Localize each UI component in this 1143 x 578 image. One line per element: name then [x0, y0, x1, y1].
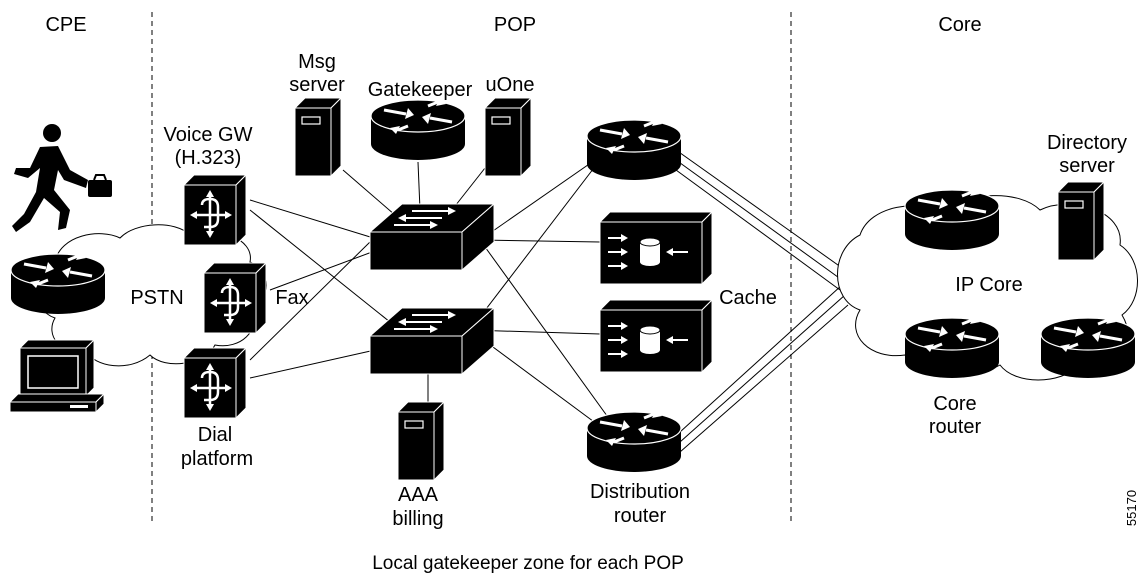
connection-lines — [249, 149, 849, 453]
gatekeeper-router-icon — [369, 96, 467, 162]
diagram-caption: Local gatekeeper zone for each POP — [372, 553, 684, 574]
uone-server-icon — [484, 97, 532, 177]
cpe-router-icon — [9, 250, 107, 316]
core-router-label-line1: Core — [933, 393, 976, 415]
core-router-label-line2: router — [929, 416, 982, 438]
ip-core-label: IP Core — [955, 274, 1022, 296]
core-router-bottom-right-icon — [1039, 314, 1137, 380]
dial-platform-icon — [182, 346, 248, 420]
msg-server-label-line1: Msg — [298, 51, 336, 73]
msg-server-icon — [294, 97, 342, 177]
core-router-bottom-left-icon — [903, 314, 1001, 380]
distribution-router-icon — [585, 408, 683, 474]
msg-server-label-line2: server — [289, 74, 345, 96]
switch-upper-icon — [369, 203, 495, 271]
dial-platform-label-line2: platform — [181, 448, 253, 470]
switch-lower-icon — [369, 307, 495, 375]
distribution-router-label-line2: router — [614, 505, 667, 527]
dial-platform-label-line1: Dial — [198, 424, 232, 446]
uone-label: uOne — [486, 74, 535, 96]
zone-label-pop: POP — [494, 14, 536, 36]
directory-server-label-line2: server — [1059, 155, 1115, 177]
zone-label-core: Core — [938, 14, 981, 36]
gatekeeper-label: Gatekeeper — [368, 79, 473, 101]
voice-gateway-icon — [182, 173, 248, 247]
aaa-server-icon — [397, 401, 445, 481]
workstation-icon — [8, 338, 106, 414]
distribution-router-label-line1: Distribution — [590, 481, 690, 503]
cache-label: Cache — [719, 287, 777, 309]
directory-server-icon — [1057, 181, 1105, 261]
fax-gateway-icon — [202, 261, 268, 335]
aaa-label-line2: billing — [392, 508, 443, 530]
figure-id: 55170 — [1124, 490, 1139, 526]
voice-gw-label-line1: Voice GW — [164, 124, 253, 146]
cache-upper-icon — [599, 211, 713, 285]
pstn-label: PSTN — [130, 287, 183, 309]
directory-server-label-line1: Directory — [1047, 132, 1127, 154]
zone-label-cpe: CPE — [45, 14, 86, 36]
aaa-label-line1: AAA — [398, 484, 439, 506]
voice-gw-label-line2: (H.323) — [175, 147, 242, 169]
running-person-icon — [12, 124, 112, 232]
fax-label: Fax — [275, 287, 308, 309]
core-router-top-icon — [903, 186, 1001, 252]
cache-lower-icon — [599, 299, 713, 373]
pop-router-top-icon — [585, 116, 683, 182]
